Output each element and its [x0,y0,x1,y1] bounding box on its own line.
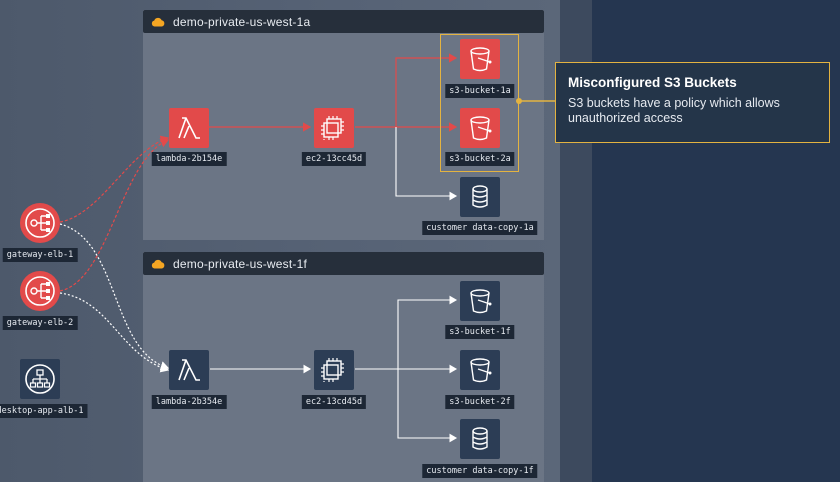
customer-data-copy-1f-node[interactable] [460,419,500,459]
edge-elb2-lambda-1a [59,138,170,292]
node-label: s3-bucket-2a [445,152,515,166]
gateway-elb-1-node[interactable] [20,203,60,243]
s3-bucket-1f-node[interactable] [460,281,500,321]
ec2-chip-icon [321,358,344,382]
alb-icon [25,364,55,394]
cloud-icon [151,17,165,26]
vpc-header-1a[interactable]: demo-private-us-west-1a [143,10,544,33]
cloud-icon [151,259,165,268]
lambda-icon [178,359,200,381]
vpc-title: demo-private-us-west-1a [173,14,311,29]
callout-description: S3 buckets have a policy which allows un… [568,96,780,125]
edge-ec2-s3-1f [355,295,458,370]
database-icon [472,185,488,208]
s3-bucket-icon [470,289,492,314]
node-label: customer data-copy-1f [422,464,538,478]
ec2-chip-icon [321,116,344,140]
database-icon [472,427,488,450]
node-label: ec2-13cc45d [301,152,367,166]
ec2-13cc45d-node[interactable] [314,108,354,148]
s3-bucket-2a-node[interactable] [460,108,500,148]
s3-bucket-1a-node[interactable] [460,39,500,79]
misconfigured-highlight-box[interactable] [440,34,519,172]
s3-bucket-icon [470,116,492,141]
lambda-2b154e-node[interactable] [169,108,209,148]
vpc-title: demo-private-us-west-1f [173,256,307,271]
s3-bucket-icon [470,358,492,383]
edge-elb1-lambda-1f [59,223,170,371]
elb-icon [25,208,55,238]
elb-icon [25,276,55,306]
lambda-icon [178,117,200,139]
desktop-app-alb-1-node[interactable] [20,359,60,399]
callout-title: Misconfigured S3 Buckets [568,75,737,90]
misconfiguration-callout[interactable]: Misconfigured S3 Buckets S3 buckets have… [555,62,830,143]
node-label: lambda-2b354e [151,395,227,409]
edge-ec2-db-1f [397,369,458,443]
node-label: gateway-elb-1 [2,248,78,262]
ec2-13cd45d-node[interactable] [314,350,354,390]
edge-elb1-lambda-1a [59,135,170,223]
edge-elb2-lambda-1f [59,292,170,373]
s3-bucket-icon [470,47,492,72]
node-label: lambda-2b154e [151,152,227,166]
node-label: desktop-app-alb-1 [0,404,88,418]
gateway-elb-2-node[interactable] [20,271,60,311]
node-label: s3-bucket-2f [445,395,515,409]
vpc-header-1f[interactable]: demo-private-us-west-1f [143,252,544,275]
edge-ec2-db-1a [395,127,458,201]
s3-bucket-2f-node[interactable] [460,350,500,390]
customer-data-copy-1a-node[interactable] [460,177,500,217]
node-label: customer data-copy-1a [422,221,538,235]
callout-connector-dot [516,98,522,104]
node-label: s3-bucket-1f [445,325,515,339]
node-label: gateway-elb-2 [2,316,78,330]
node-label: s3-bucket-1a [445,84,515,98]
lambda-2b354e-node[interactable] [169,350,209,390]
edge-ec2-s3-1a [355,53,458,128]
node-label: ec2-13cd45d [301,395,367,409]
